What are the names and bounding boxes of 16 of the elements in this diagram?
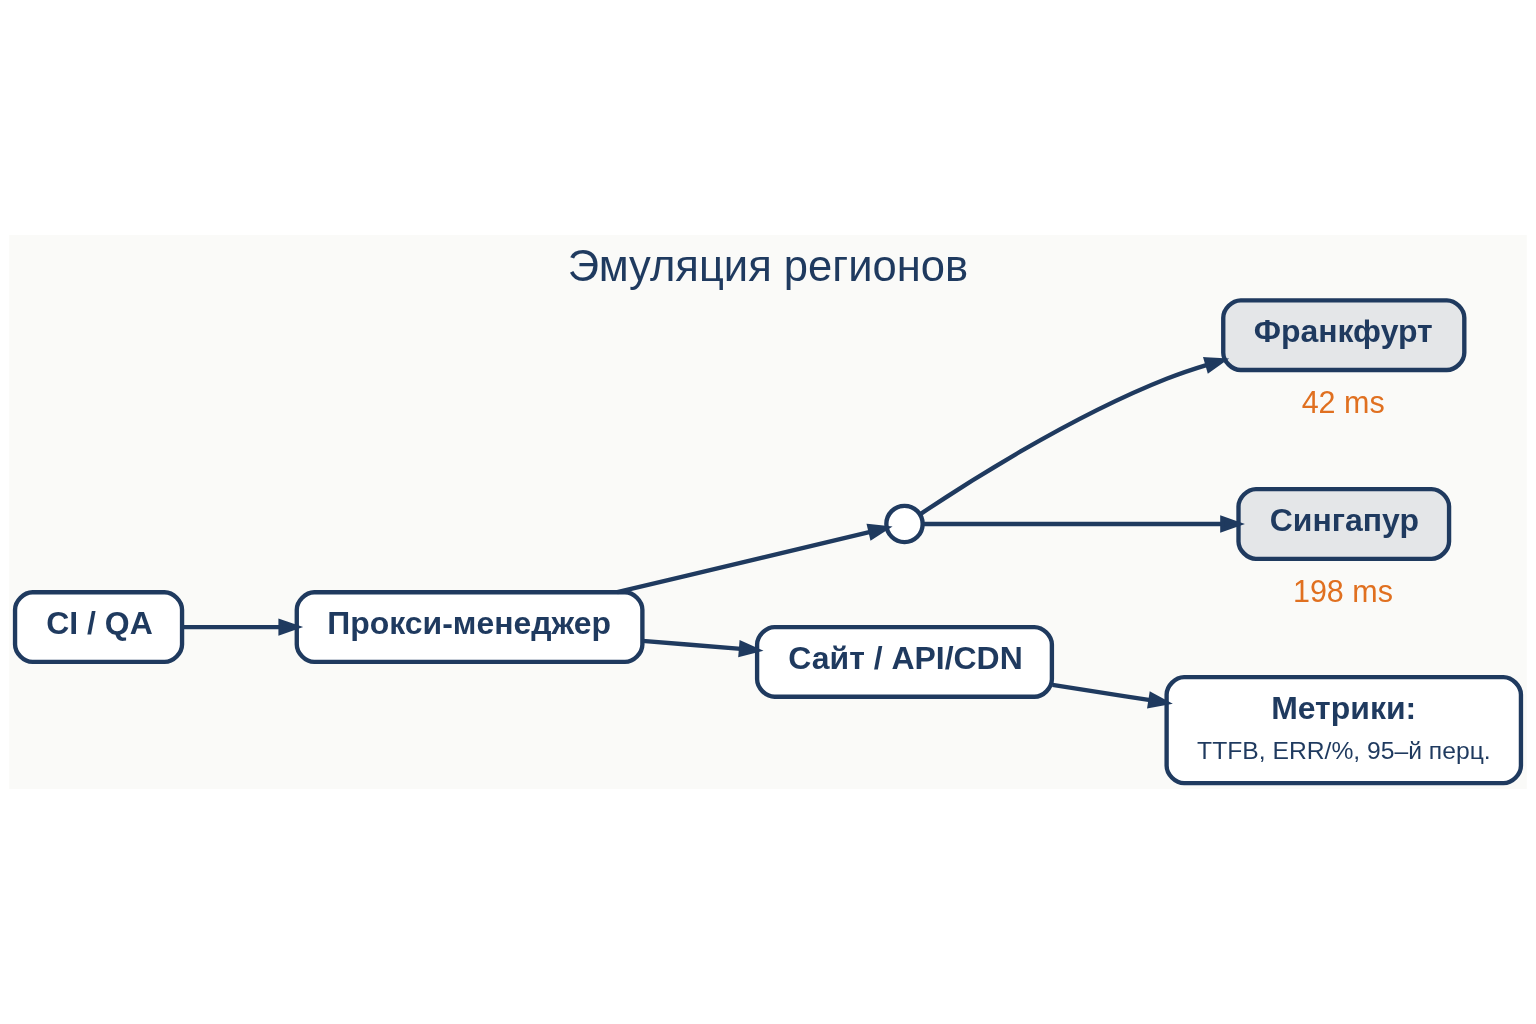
node-box: CI / QA [12, 590, 185, 665]
node-label: 42 ms [1301, 385, 1385, 420]
node-label: 198 ms [1292, 574, 1393, 609]
node-box: Франкфурт [1221, 298, 1467, 373]
node-box: Метрики: TTFB, ERR/%, 95–й перц. [1164, 675, 1524, 786]
diagram-title: Эмуляция регионов [567, 242, 969, 291]
node-box: Сингапур [1236, 486, 1452, 561]
node-circle [884, 503, 925, 545]
arrow [642, 638, 764, 658]
arrow [616, 523, 893, 595]
arrow [923, 515, 1245, 533]
node-box: Сайт / API/CDN [754, 624, 1055, 699]
arrow [918, 357, 1230, 517]
node-box: Прокси-менеджер [294, 590, 645, 665]
arrow [182, 618, 304, 636]
arrow [1052, 682, 1173, 709]
